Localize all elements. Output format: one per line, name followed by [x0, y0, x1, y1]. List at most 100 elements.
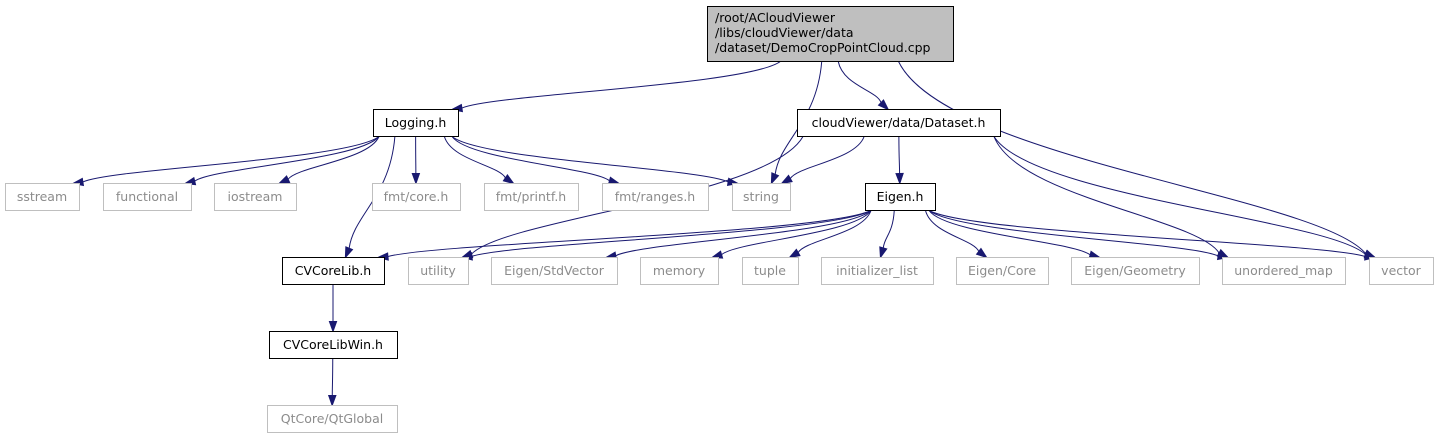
edge-root-to-dataset: [837, 61, 890, 111]
node-cvcorelibwin[interactable]: CVCoreLibWin.h: [269, 331, 398, 359]
node-fmtranges[interactable]: fmt/ranges.h: [602, 183, 709, 211]
node-label: memory: [653, 263, 706, 278]
node-box: [707, 6, 954, 62]
node-box: [408, 257, 469, 285]
node-cvcorelib[interactable]: CVCoreLib.h: [282, 257, 385, 285]
node-tuple[interactable]: tuple: [742, 257, 799, 285]
edge-line: [898, 61, 1367, 255]
node-initlist[interactable]: initializer_list: [821, 257, 934, 285]
edge-arrowhead: [879, 246, 888, 259]
edge-line: [82, 136, 380, 183]
node-logging[interactable]: Logging.h: [373, 109, 459, 137]
node-box: [821, 257, 934, 285]
node-box: [214, 183, 297, 211]
node-box: [640, 257, 719, 285]
node-sstream[interactable]: sstream: [5, 183, 80, 211]
node-stdvector[interactable]: Eigen/StdVector: [491, 257, 618, 285]
node-label: Eigen.h: [877, 189, 924, 204]
edge-eigen-to-initlist: [879, 210, 895, 259]
node-qtglobal[interactable]: QtCore/QtGlobal: [267, 405, 398, 433]
node-box: [484, 183, 579, 211]
edge-logging-to-fmtprintf: [443, 136, 515, 185]
node-label: QtCore/QtGlobal: [281, 411, 384, 426]
node-dataset[interactable]: cloudViewer/data/Dataset.h: [797, 109, 1001, 137]
edges-layer: [71, 61, 1377, 407]
edge-line: [194, 136, 380, 182]
edge-dataset-to-string: [780, 136, 865, 185]
edge-line: [797, 210, 872, 253]
edge-line: [443, 136, 506, 179]
edge-line: [789, 136, 865, 179]
node-label: Eigen/Geometry: [1084, 263, 1186, 278]
edge-cvcorelibwin-to-qtglobal: [327, 358, 337, 407]
edge-line: [898, 136, 901, 174]
edge-line: [993, 136, 1220, 254]
node-label: cloudViewer/data/Dataset.h: [812, 115, 986, 130]
node-box: [1071, 257, 1200, 285]
edge-dataset-to-umap: [993, 136, 1230, 259]
edge-eigen-to-utility: [460, 210, 872, 261]
node-box: [267, 405, 398, 433]
edge-line: [882, 210, 895, 248]
node-box: [1369, 257, 1434, 285]
node-label: fmt/core.h: [384, 189, 449, 204]
edge-arrowhead: [877, 99, 890, 111]
node-iostream[interactable]: iostream: [214, 183, 297, 211]
node-eigencore[interactable]: Eigen/Core: [956, 257, 1049, 285]
edge-line: [471, 210, 872, 257]
edge-line: [928, 210, 1366, 257]
edge-eigen-to-tuple: [788, 210, 872, 259]
edge-line: [461, 61, 781, 109]
node-eigengeom[interactable]: Eigen/Geometry: [1071, 257, 1200, 285]
edge-line: [721, 210, 872, 256]
edge-logging-to-cvcorelib: [344, 136, 396, 259]
node-box: [372, 183, 461, 211]
node-box: [491, 257, 618, 285]
node-box: [732, 183, 791, 211]
edge-arrowhead: [895, 172, 904, 185]
edge-logging-to-fmtcore: [411, 136, 421, 185]
node-label: Eigen/StdVector: [504, 263, 605, 278]
node-fmtcore[interactable]: fmt/core.h: [372, 183, 461, 211]
node-root[interactable]: /root/ACloudViewer/libs/cloudViewer/data…: [707, 6, 954, 62]
edge-line: [928, 210, 1219, 257]
nodes-layer: /root/ACloudViewer/libs/cloudViewer/data…: [5, 6, 1434, 433]
node-label: /dataset/DemoCropPointCloud.cpp: [715, 40, 931, 55]
edge-logging-to-functional: [183, 136, 380, 186]
node-label: vector: [1381, 263, 1422, 278]
edge-arrowhead: [328, 321, 338, 333]
node-box: [282, 257, 385, 285]
node-umap[interactable]: unordered_map: [1222, 257, 1346, 285]
node-string[interactable]: string: [732, 183, 791, 211]
edge-arrowhead: [780, 174, 793, 185]
edge-eigen-to-stdvector: [604, 210, 872, 260]
edge-arrowhead: [975, 247, 988, 259]
node-box: [865, 183, 936, 211]
node-vector[interactable]: vector: [1369, 257, 1434, 285]
node-eigen[interactable]: Eigen.h: [865, 183, 936, 211]
edge-arrowhead: [770, 172, 780, 185]
node-label: sstream: [17, 189, 67, 204]
node-label: Logging.h: [385, 115, 447, 130]
node-label: /libs/cloudViewer/data: [715, 25, 854, 40]
node-box: [5, 183, 80, 211]
node-label: Eigen/Core: [968, 263, 1036, 278]
edge-logging-to-string: [451, 136, 740, 187]
node-label: utility: [420, 263, 456, 278]
node-label: iostream: [228, 189, 283, 204]
edge-eigen-to-umap: [928, 210, 1230, 261]
node-box: [602, 183, 709, 211]
node-functional[interactable]: functional: [103, 183, 192, 211]
node-label: tuple: [754, 263, 786, 278]
node-memory[interactable]: memory: [640, 257, 719, 285]
edge-line: [348, 136, 396, 249]
node-label: string: [743, 189, 779, 204]
node-utility[interactable]: utility: [408, 257, 469, 285]
node-box: [1222, 257, 1346, 285]
node-box: [742, 257, 799, 285]
edge-eigen-to-eigencore: [925, 210, 988, 259]
node-label: unordered_map: [1234, 263, 1333, 278]
edge-line: [928, 210, 1091, 256]
node-fmtprintf[interactable]: fmt/printf.h: [484, 183, 579, 211]
edge-arrowhead: [344, 246, 354, 259]
